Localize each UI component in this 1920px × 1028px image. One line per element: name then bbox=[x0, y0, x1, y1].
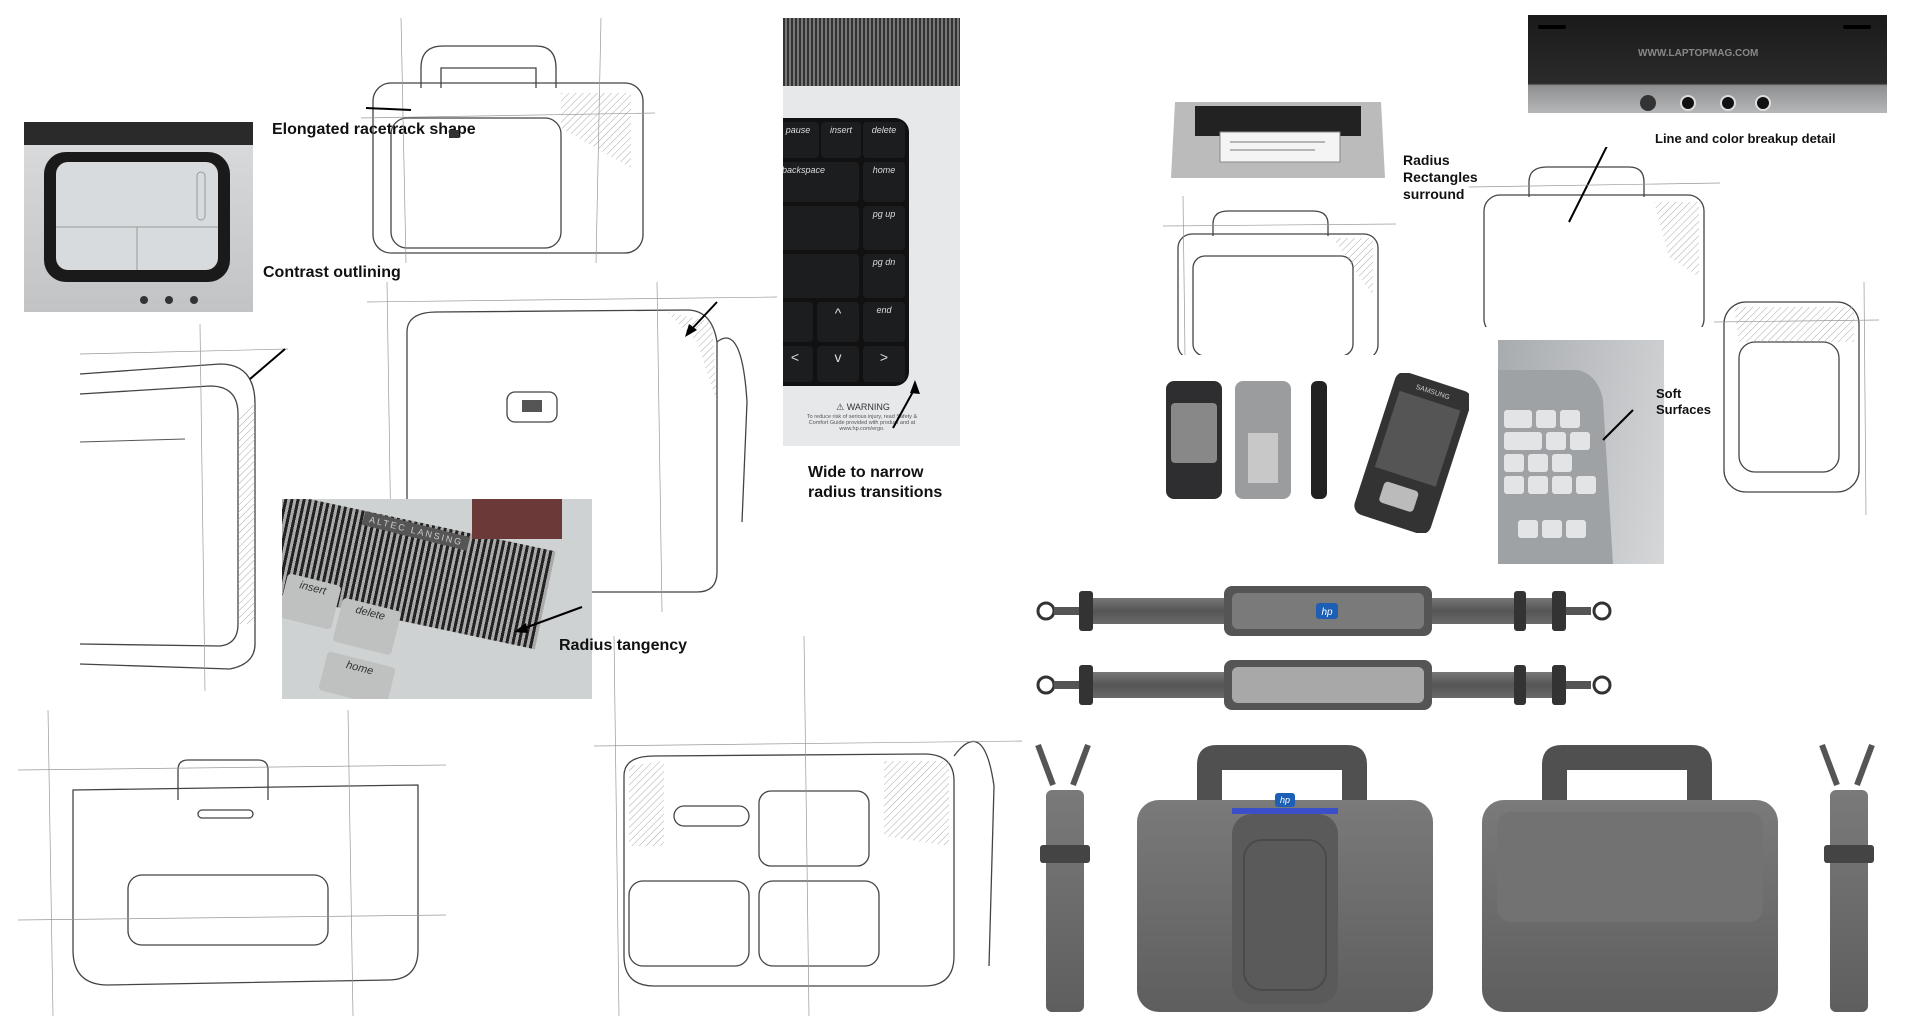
annotation-text: Wide to narrow radius transitions bbox=[808, 464, 943, 501]
key-right: > bbox=[863, 346, 905, 382]
bag-side-right bbox=[1812, 740, 1885, 1015]
warning-text: To reduce risk of serious injury, read S… bbox=[806, 414, 918, 432]
bag-back bbox=[1477, 740, 1783, 1015]
key-down: v bbox=[817, 346, 859, 382]
annotation-line-color: Line and color breakup detail bbox=[1655, 131, 1836, 146]
annotation-contrast: Contrast outlining bbox=[263, 264, 401, 281]
key-insert: insert bbox=[821, 122, 861, 158]
strap-with-logo: hp bbox=[1034, 581, 1615, 642]
laptop-front-photo: WWW.LAPTOPMAG.COM bbox=[1528, 15, 1887, 113]
sketch-right-1 bbox=[1163, 196, 1396, 355]
sketch-bag-top bbox=[361, 18, 655, 263]
hp-logo: hp bbox=[1321, 607, 1333, 618]
key-up: ^ bbox=[817, 302, 859, 342]
keyboard-photo: pause insert delete backspace home pg up… bbox=[783, 18, 960, 446]
strap-plain bbox=[1034, 655, 1615, 716]
key-delete: delete bbox=[863, 122, 905, 158]
sketch-bottom-left bbox=[18, 710, 446, 1016]
keys-closeup-photo: ALTEC LANSING insert delete home bbox=[282, 499, 592, 699]
key-pgdn: pg dn bbox=[863, 254, 905, 298]
annotation-radius-rect: Radius Rectangles surround bbox=[1403, 152, 1478, 202]
annotation-wide-narrow: Wide to narrow radius transitions bbox=[808, 463, 968, 503]
warning-title: ⚠ WARNING bbox=[836, 402, 890, 412]
laptop-watermark: WWW.LAPTOPMAG.COM bbox=[1638, 48, 1759, 59]
key-backspace: backspace bbox=[783, 162, 859, 202]
annotation-elongated: Elongated racetrack shape bbox=[272, 121, 476, 138]
sketch-bottom-center bbox=[594, 636, 1022, 1016]
soft-keyboard-photo bbox=[1498, 340, 1664, 564]
sketch-far-right bbox=[1714, 282, 1879, 515]
annotation-soft: Soft Surfaces bbox=[1656, 386, 1711, 417]
bag-side-left bbox=[1028, 740, 1101, 1015]
key-pgup: pg up bbox=[863, 206, 905, 250]
key-pause: pause bbox=[783, 122, 819, 158]
key-home: home bbox=[863, 162, 905, 202]
phones-photo: SAMSUNG bbox=[1163, 373, 1469, 533]
annotation-tangency: Radius tangency bbox=[559, 637, 688, 654]
sketch-right-2 bbox=[1469, 147, 1720, 327]
bag-front: hp bbox=[1132, 740, 1438, 1015]
key-left: < bbox=[783, 346, 813, 382]
key-end: end bbox=[863, 302, 905, 342]
hp-logo: hp bbox=[1280, 795, 1290, 805]
sketch-left-mid bbox=[80, 324, 288, 691]
touchpad-photo bbox=[24, 122, 253, 312]
printer-photo bbox=[1165, 92, 1391, 178]
